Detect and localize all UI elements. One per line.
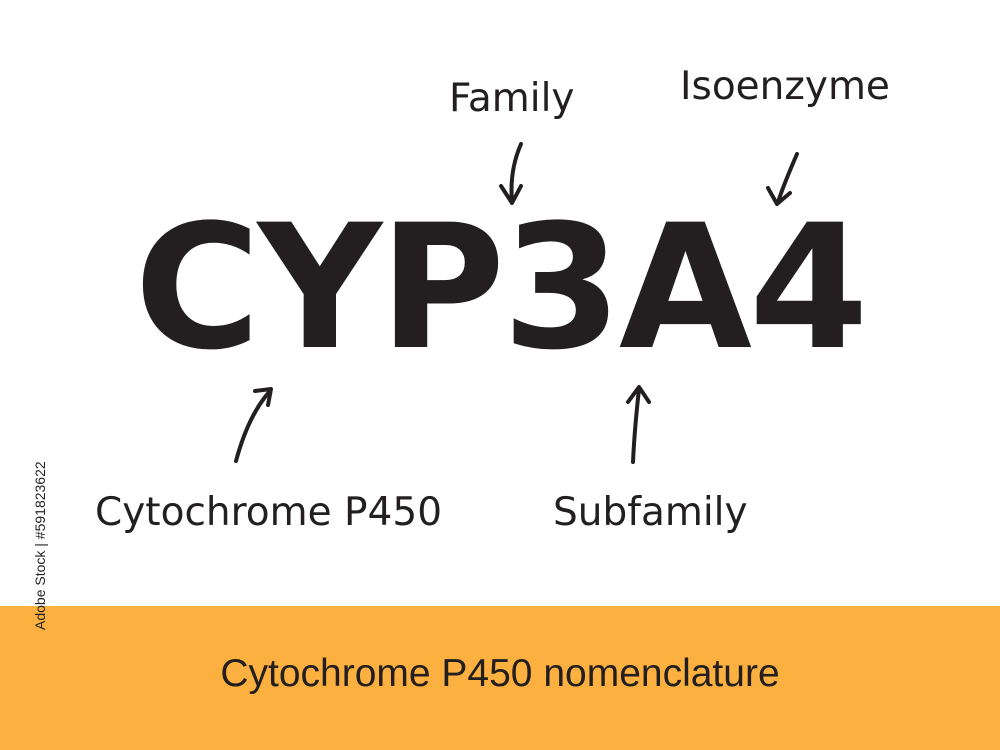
code-part-isoenzyme: 4 — [748, 187, 869, 388]
family-arrow-icon — [499, 142, 523, 205]
cytochrome-arrow-icon — [234, 387, 273, 463]
stock-credit: Adobe Stock | #591823622 — [32, 461, 48, 630]
code-part-cyp: CYP — [134, 187, 505, 388]
family-label: Family — [449, 76, 575, 121]
caption-band — [0, 606, 1000, 750]
code-part-family: 3 — [502, 187, 622, 388]
isoenzyme-arrow-icon — [766, 152, 799, 206]
caption-title: Cytochrome P450 nomenclature — [220, 652, 780, 695]
enzyme-code: CYP3A4 — [0, 188, 1000, 388]
code-part-subfamily: A — [618, 187, 752, 388]
cytochrome-label: Cytochrome P450 — [95, 490, 443, 535]
subfamily-label: Subfamily — [553, 490, 748, 535]
isoenzyme-label: Isoenzyme — [680, 64, 890, 109]
subfamily-arrow-icon — [626, 385, 651, 464]
